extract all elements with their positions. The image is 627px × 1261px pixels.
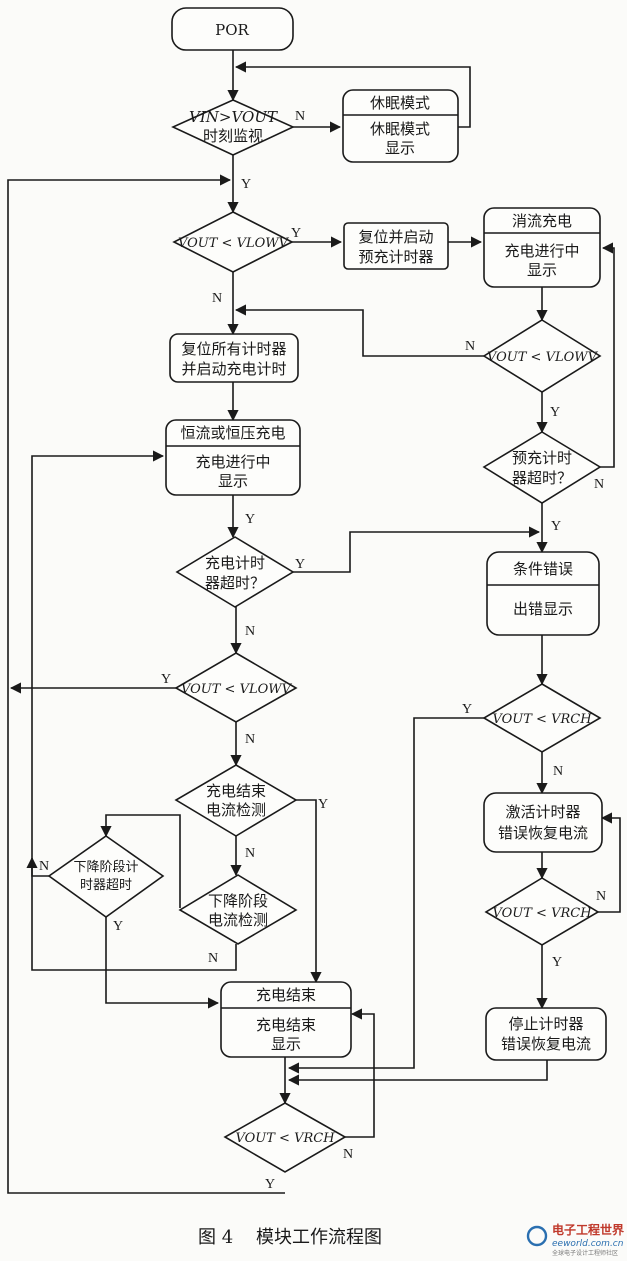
label-low3-y: Y	[161, 672, 171, 687]
label-rch1-y: Y	[462, 702, 472, 717]
label-vin-n: N	[295, 109, 305, 124]
label-low3-n: N	[245, 732, 255, 747]
label-pre-y: Y	[551, 519, 561, 534]
logo-mark-icon	[526, 1225, 548, 1247]
label-rch2-n: N	[596, 889, 606, 904]
chg-done-line1: 充电结束	[256, 1016, 316, 1034]
process-sleep-mode: 休眠模式 休眠模式 显示	[342, 89, 459, 163]
decision-vout-lt-vrch-1: VOUT < VRCH	[482, 683, 602, 753]
activate-line2: 错误恢复电流	[498, 824, 588, 842]
decision-termination-current: 充电结束 电流检测	[174, 764, 298, 837]
cc-cv-title: 恒流或恒压充电	[180, 424, 285, 442]
cc-cv-line1: 充电进行中	[195, 453, 270, 471]
connectors	[7, 50, 621, 1194]
label-rch2-y: Y	[552, 955, 562, 970]
label-low2-n: N	[465, 339, 475, 354]
vout-low2-label: VOUT < VLOWV	[487, 350, 599, 365]
term-detect-line1: 充电结束	[206, 782, 266, 800]
label-term-n: N	[245, 846, 255, 861]
process-stop-timer: 停止计时器 错误恢复电流	[485, 1007, 607, 1061]
decision-fall-stage-timeout: 下降阶段计 时器超时	[47, 835, 165, 918]
label-cc-y: Y	[245, 512, 255, 527]
label-fall-n: N	[208, 951, 218, 966]
edge-labels: N Y Y N N Y N Y Y Y N Y N Y N Y N N Y N …	[39, 109, 606, 1192]
label-rch1-n: N	[553, 764, 563, 779]
sleep-title: 休眠模式	[370, 94, 430, 112]
decision-vout-lt-vrch-2: VOUT < VRCH	[484, 877, 600, 946]
trickle-line2: 显示	[527, 261, 557, 279]
cond-error-title: 条件错误	[513, 560, 573, 578]
decision-vout-lt-vlowv-2: VOUT < VLOWV	[482, 319, 602, 393]
decision-vout-lt-vrch-3: VOUT < VRCH	[223, 1102, 347, 1173]
site-logo: 电子工程世界 eeworld.com.cn 全球电子设计工程师社区	[526, 1222, 624, 1257]
figure-caption: 图 4 模块工作流程图	[198, 1227, 382, 1248]
logo-line3: 全球电子设计工程师社区	[552, 1249, 618, 1257]
chg-done-title: 充电结束	[256, 986, 316, 1004]
fall-timeout-line1: 下降阶段计	[73, 860, 138, 875]
fall-detect-line2: 电流检测	[208, 911, 268, 929]
stop-timer-line2: 错误恢复电流	[501, 1035, 591, 1053]
trickle-title: 消流充电	[512, 212, 572, 230]
label-low2-y: Y	[550, 405, 560, 420]
process-reset-precharge-timer: 复位并启动 预充计时器	[343, 222, 449, 270]
pre-timeout-line1: 预充计时	[512, 449, 572, 467]
process-trickle-charge: 消流充电 充电进行中 显示	[483, 207, 601, 288]
process-reset-all-timers: 复位所有计时器 并启动充电计时	[169, 333, 299, 383]
label-term-y: Y	[318, 797, 328, 812]
process-charge-done: 充电结束 充电结束 显示	[220, 981, 352, 1058]
decision-vout-lt-vlowv-1: VOUT < VLOWV	[172, 211, 294, 273]
label-chgto-n: N	[245, 624, 255, 639]
term-detect-line2: 电流检测	[206, 801, 266, 819]
decision-vout-lt-vlowv-3: VOUT < VLOWV	[174, 652, 298, 723]
label-low1-y: Y	[291, 226, 301, 241]
vout-low1-label: VOUT < VLOWV	[178, 236, 290, 251]
pre-timeout-line2: 器超时？	[512, 469, 572, 487]
decision-charge-timeout: 充电计时 器超时？	[175, 536, 295, 608]
chg-timeout-line2: 器超时？	[205, 574, 265, 592]
fall-detect-line1: 下降阶段	[208, 892, 268, 910]
fall-timeout-line2: 时器超时	[80, 878, 132, 893]
reset-pre-line2: 预充计时器	[358, 248, 433, 266]
logo-line1: 电子工程世界	[552, 1222, 624, 1237]
node-por: POR	[171, 7, 294, 51]
vout-rch3-label: VOUT < VRCH	[235, 1131, 335, 1146]
cond-error-line1: 出错显示	[513, 600, 573, 618]
cc-cv-line2: 显示	[218, 472, 248, 490]
logo-line2: eeworld.com.cn	[552, 1239, 624, 1249]
label-pre-n: N	[594, 477, 604, 492]
vout-low3-label: VOUT < VLOWV	[181, 682, 293, 697]
vout-rch1-label: VOUT < VRCH	[492, 712, 592, 727]
process-activate-timer: 激活计时器 错误恢复电流	[483, 792, 603, 853]
stop-timer-line1: 停止计时器	[508, 1015, 583, 1033]
reset-all-line1: 复位所有计时器	[181, 340, 286, 358]
label-low1-n: N	[212, 291, 222, 306]
vin-check-line2: 时刻监视	[203, 127, 263, 145]
por-label: POR	[215, 21, 249, 39]
label-fallto-n: N	[39, 859, 49, 874]
sleep-line2: 显示	[385, 139, 415, 157]
reset-pre-line1: 复位并启动	[358, 228, 433, 246]
vin-check-line1: VIN>VOUT	[189, 108, 278, 126]
vout-rch2-label: VOUT < VRCH	[492, 906, 592, 921]
label-vin-y: Y	[241, 177, 251, 192]
label-chgto-y: Y	[295, 557, 305, 572]
chg-timeout-line1: 充电计时	[205, 554, 265, 572]
process-condition-error: 条件错误 出错显示	[486, 551, 600, 636]
label-rch3-y: Y	[265, 1177, 275, 1192]
trickle-line1: 充电进行中	[504, 242, 579, 260]
decision-fall-stage-current: 下降阶段 电流检测	[178, 874, 298, 945]
label-fallto-y: Y	[113, 919, 123, 934]
chg-done-line2: 显示	[271, 1035, 301, 1053]
sleep-line1: 休眠模式	[370, 120, 430, 138]
decision-vin-gt-vout: VIN>VOUT 时刻监视	[171, 99, 295, 156]
decision-precharge-timeout: 预充计时 器超时？	[482, 431, 602, 504]
reset-all-line2: 并启动充电计时	[181, 360, 286, 378]
process-cc-cv-charge: 恒流或恒压充电 充电进行中 显示	[165, 419, 301, 496]
label-rch3-n: N	[343, 1147, 353, 1162]
activate-line1: 激活计时器	[505, 803, 580, 821]
